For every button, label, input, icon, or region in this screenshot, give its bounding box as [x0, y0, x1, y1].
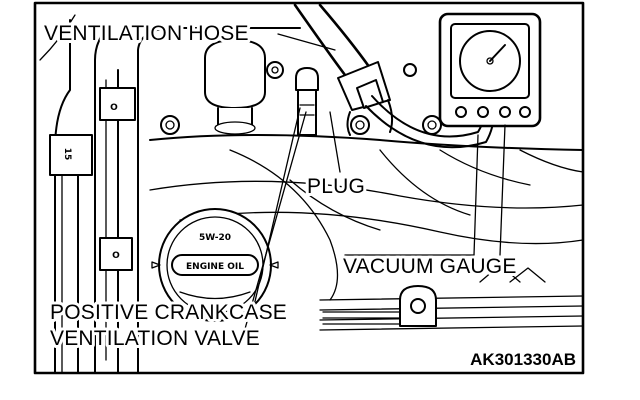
- figure-frame: [33, 1, 585, 375]
- part-mark-15: 15: [62, 148, 72, 161]
- label-plug: PLUG: [307, 175, 365, 198]
- cap-grade-text: 5W-20: [199, 233, 231, 243]
- plug-part: [295, 67, 319, 136]
- bottom-mount: [399, 285, 437, 327]
- figure-code: AK301330AB: [470, 350, 576, 369]
- bracket-mark-o: O: [110, 103, 118, 113]
- ignition-coil: [204, 39, 266, 135]
- label-pcv-line2: VENTILATION VALVE: [50, 327, 260, 350]
- cap-oil-text: ENGINE OIL: [186, 262, 244, 272]
- cap-grip: [171, 254, 259, 276]
- svg-text:O: O: [112, 251, 120, 261]
- label-ventilation-hose: VENTILATION HOSE: [44, 22, 249, 45]
- left-pipe-assembly: O O 15: [39, 14, 136, 373]
- gauge-knobs: [455, 106, 531, 118]
- leader-lines: [242, 33, 506, 337]
- oil-filler-cap: ENGINE OIL 5W-20: [151, 208, 279, 322]
- rocker-cover: [137, 27, 584, 373]
- gauge-needle: [489, 44, 506, 62]
- vacuum-gauge: [438, 12, 542, 128]
- label-vacuum-gauge: VACUUM GAUGE: [343, 255, 517, 278]
- label-pcv-line1: POSITIVE CRANKCASE: [50, 301, 287, 324]
- ventilation-hose: [293, 3, 394, 136]
- cover-bolts: [160, 61, 442, 135]
